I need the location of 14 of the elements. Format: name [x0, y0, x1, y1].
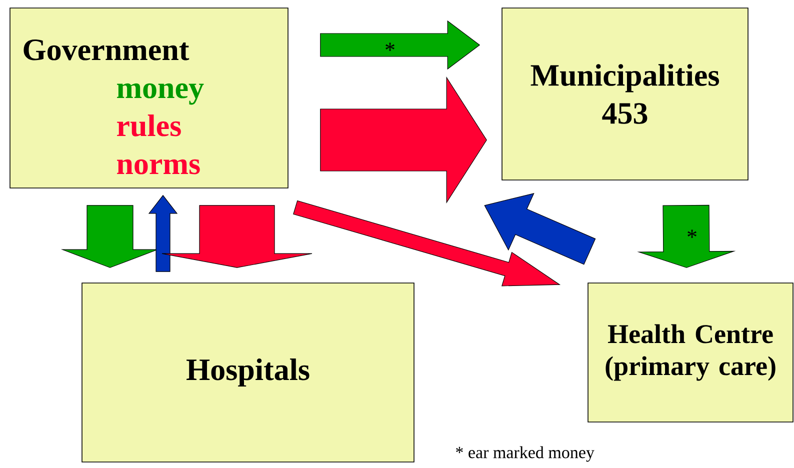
edge-label: *	[688, 230, 696, 238]
government-box: Government money rules norms	[10, 8, 288, 188]
block-arrow	[162, 205, 312, 268]
health-centre-box: Health Centre (primary care)	[588, 282, 794, 422]
block-arrow	[293, 200, 561, 286]
hospitals-box: Hospitals	[82, 282, 414, 462]
block-arrow	[320, 20, 480, 70]
footnote: * ear marked money	[456, 446, 594, 462]
municipalities-box: Municipalities 453	[502, 8, 748, 180]
block-arrow	[148, 194, 178, 272]
edge-label: *	[386, 42, 394, 51]
block-arrow	[637, 204, 736, 268]
block-arrow	[484, 192, 596, 265]
block-arrow	[320, 76, 487, 204]
